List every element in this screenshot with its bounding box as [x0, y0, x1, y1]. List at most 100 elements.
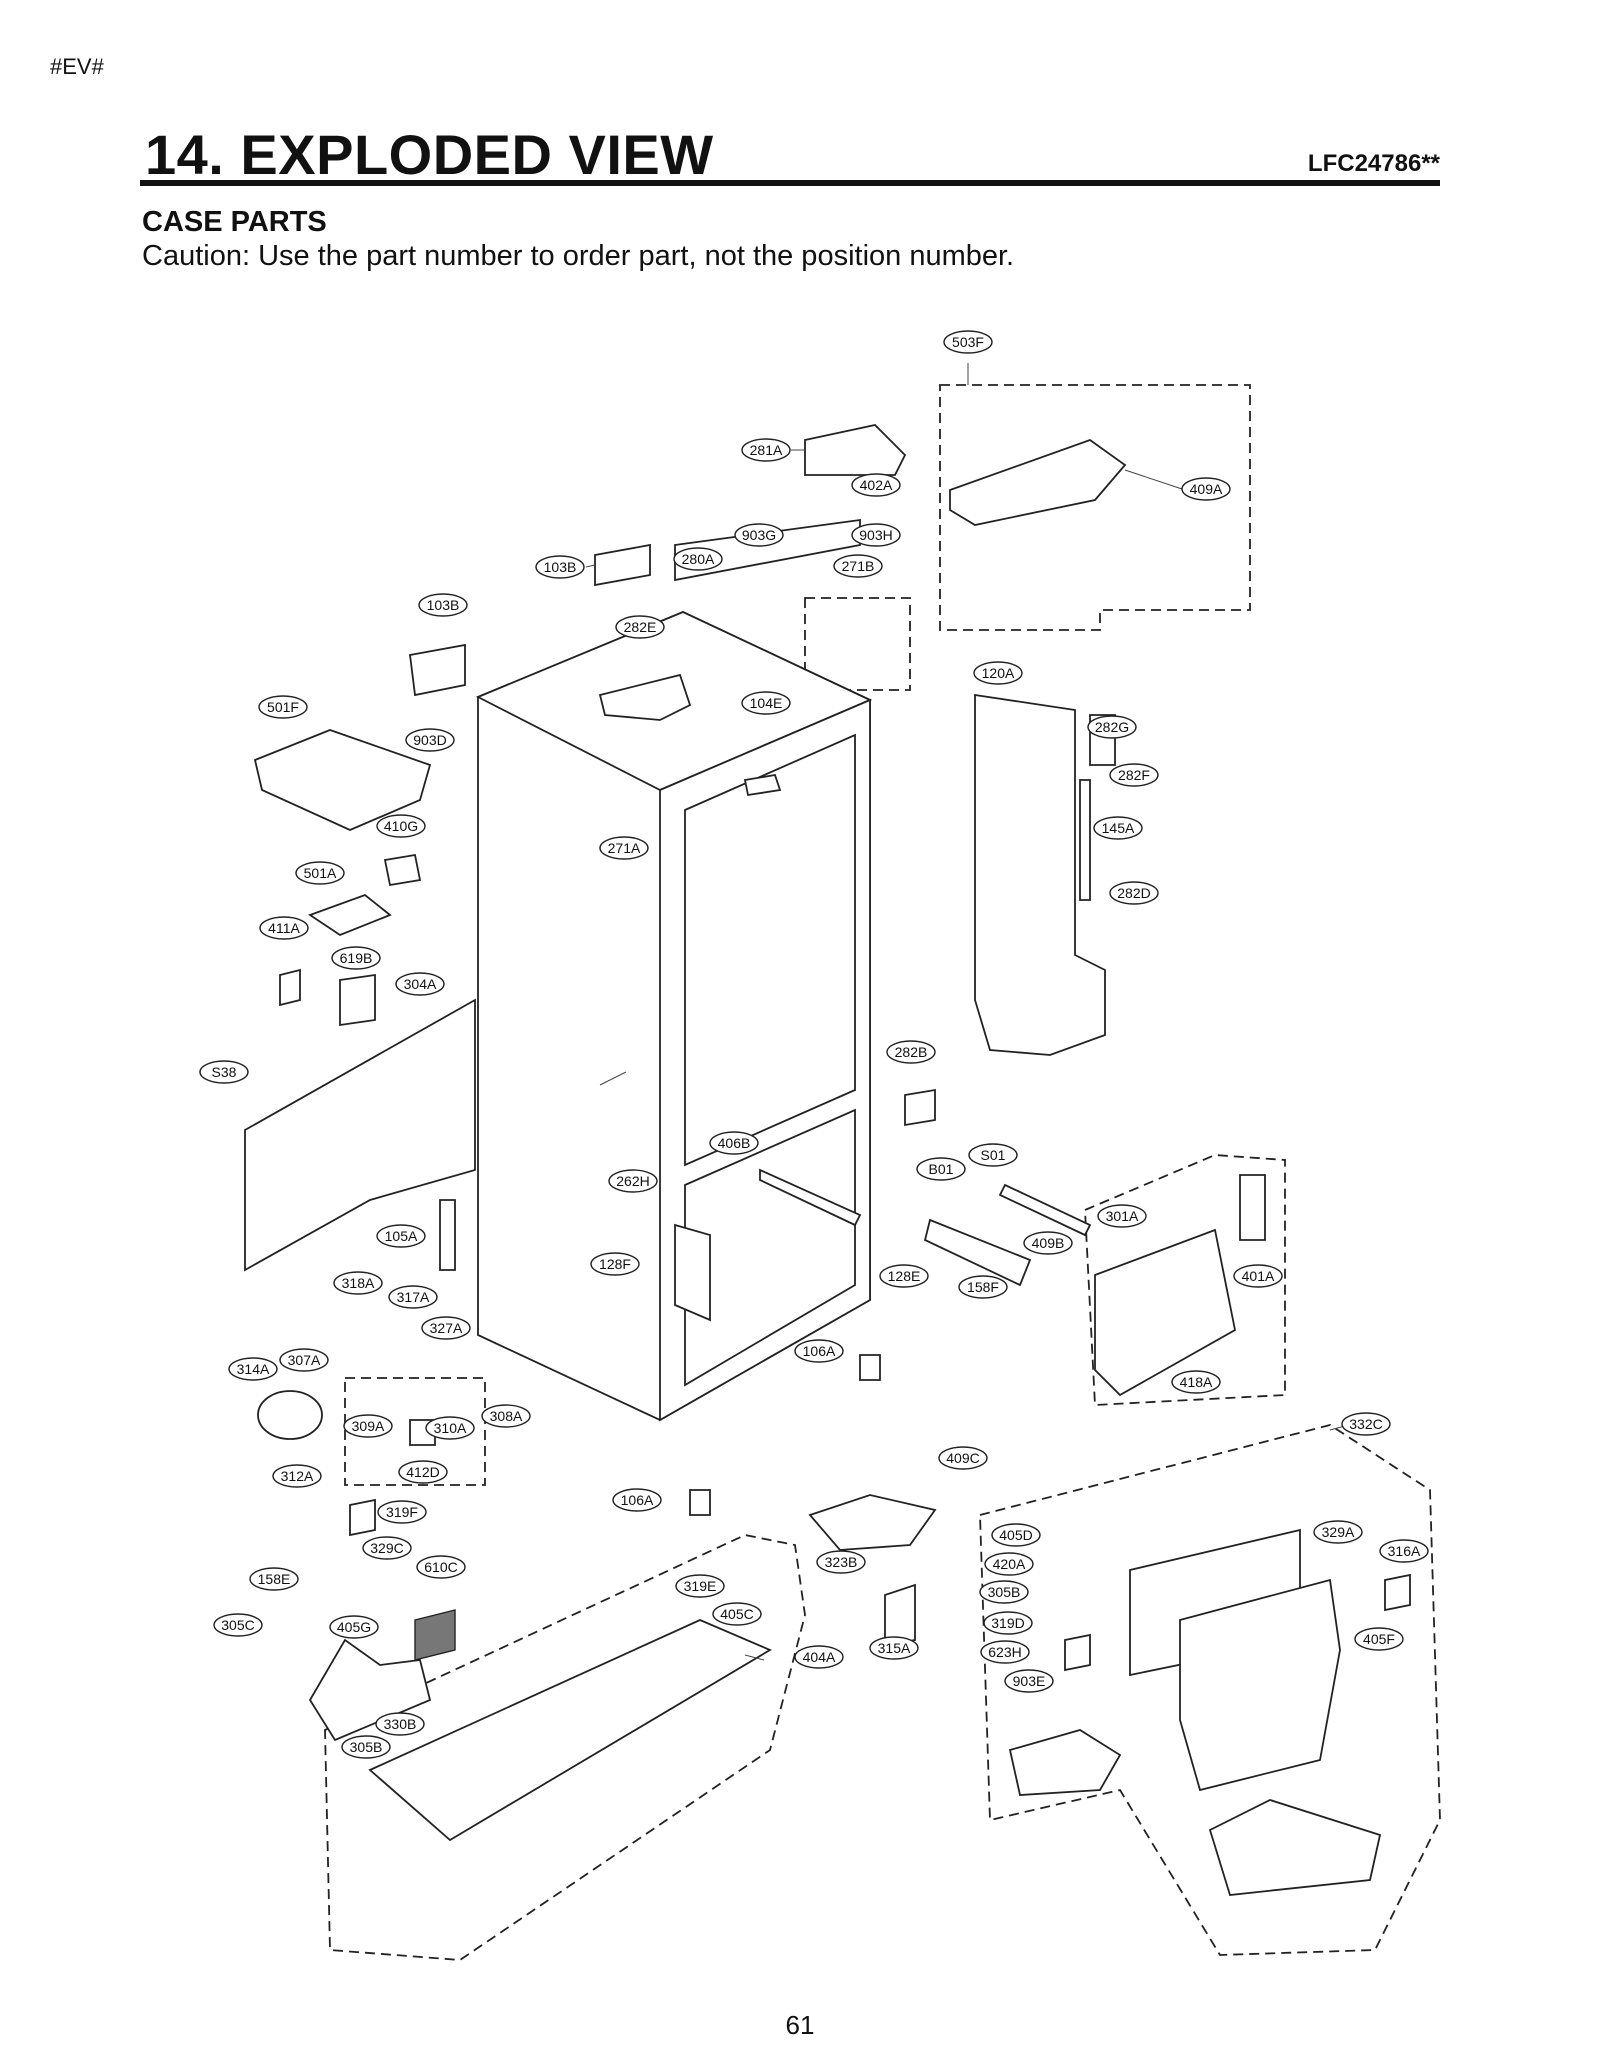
- callout-bubble: [979, 1580, 1029, 1604]
- outline-503F: [939, 384, 1251, 631]
- callout-text: 319E: [684, 1578, 717, 1594]
- callout-bubble: [341, 1735, 391, 1759]
- callout-305c: 305C: [213, 1613, 263, 1637]
- callout-501f: 501F: [258, 695, 308, 719]
- callout-319e: 319E: [675, 1574, 725, 1598]
- callout-text: 330B: [384, 1716, 417, 1732]
- callout-262h: 262H: [608, 1169, 658, 1193]
- callout-bubble: [816, 1550, 866, 1574]
- page-title: 14. EXPLODED VIEW: [145, 123, 714, 186]
- callout-bubble: [984, 1552, 1034, 1576]
- callout-271b: 271B: [833, 554, 883, 578]
- callout-text: 327A: [430, 1320, 463, 1336]
- callout-text: 301A: [1106, 1208, 1139, 1224]
- callout-bubble: [343, 1414, 393, 1438]
- callout-bubble: [395, 972, 445, 996]
- top-assembly: [409, 424, 1127, 797]
- callout-409b: 409B: [1023, 1231, 1073, 1255]
- callout-text: 610C: [424, 1559, 457, 1575]
- callout-501a: 501A: [295, 861, 345, 885]
- callout-317a: 317A: [388, 1285, 438, 1309]
- callout-405f: 405F: [1354, 1627, 1404, 1651]
- callout-405d: 405D: [991, 1523, 1041, 1547]
- callout-bubble: [388, 1285, 438, 1309]
- lower-parts: [257, 1354, 1411, 1896]
- callout-text: 282G: [1095, 719, 1129, 735]
- callout-316a: 316A: [1379, 1539, 1429, 1563]
- callout-text: 308A: [490, 1408, 523, 1424]
- part-619B: [339, 973, 376, 1027]
- callout-bubble: [377, 1500, 427, 1524]
- callout-bubble: [712, 1602, 762, 1626]
- callout-bubble: [869, 1636, 919, 1660]
- callout-411a: 411A: [259, 916, 309, 940]
- callout-bubble: [1109, 881, 1159, 905]
- part-332C-panel: [1179, 1578, 1341, 1792]
- callout-903g: 903G: [734, 523, 784, 547]
- callout-bubble: [405, 728, 455, 752]
- callout-text: 307A: [288, 1352, 321, 1368]
- callout-s01: S01: [968, 1143, 1018, 1167]
- callout-s38: S38: [199, 1060, 249, 1084]
- part-304A: [244, 998, 476, 1272]
- leader-103B: [585, 564, 596, 568]
- callout-bubble: [199, 1060, 249, 1084]
- callout-text: 271B: [842, 558, 875, 574]
- callout-280a: 280A: [673, 547, 723, 571]
- callout-bubble: [943, 330, 993, 354]
- callout-bubble: [879, 1264, 929, 1288]
- callout-bubble: [794, 1339, 844, 1363]
- callout-128e: 128E: [879, 1264, 929, 1288]
- callout-bubble: [741, 438, 791, 462]
- callout-bubble: [886, 1040, 936, 1064]
- callout-bubble: [1341, 1412, 1391, 1436]
- callout-text: 402A: [860, 477, 893, 493]
- callout-text: 103B: [427, 597, 460, 613]
- callout-b01: B01: [916, 1157, 966, 1181]
- callout-bubble: [331, 946, 381, 970]
- callout-text: 412D: [406, 1464, 439, 1480]
- callout-bubble: [991, 1523, 1041, 1547]
- callout-282d: 282D: [1109, 881, 1159, 905]
- callout-bubble: [481, 1404, 531, 1428]
- callout-330b: 330B: [375, 1712, 425, 1736]
- callout-bubble: [615, 615, 665, 639]
- callout-text: 304A: [404, 976, 437, 992]
- callout-text: 128F: [599, 1256, 631, 1272]
- callout-text: 411A: [268, 920, 300, 936]
- callout-bubble: [535, 555, 585, 579]
- callout-314a: 314A: [228, 1357, 278, 1381]
- callout-text: 329C: [370, 1540, 403, 1556]
- callout-text: 409A: [1190, 481, 1223, 497]
- callout-418a: 418A: [1171, 1370, 1221, 1394]
- callout-bubble: [213, 1613, 263, 1637]
- callout-text: 318A: [342, 1275, 375, 1291]
- part-145A: [1079, 779, 1091, 901]
- callout-bubble: [416, 1555, 466, 1579]
- callout-text: 312A: [281, 1468, 314, 1484]
- callout-bubble: [983, 1611, 1033, 1635]
- callout-305b: 305B: [341, 1735, 391, 1759]
- callout-text: 323B: [825, 1554, 858, 1570]
- callout-503f: 503F: [943, 330, 993, 354]
- callout-bubble: [418, 593, 468, 617]
- callout-bubble: [709, 1131, 759, 1155]
- callout-bubble: [675, 1574, 725, 1598]
- callout-312a: 312A: [272, 1464, 322, 1488]
- callout-103b: 103B: [418, 593, 468, 617]
- callout-318a: 318A: [333, 1271, 383, 1295]
- callout-bubble: [1109, 763, 1159, 787]
- callout-text: 319D: [991, 1615, 1024, 1631]
- callout-410g: 410G: [376, 814, 426, 838]
- callout-text: 317A: [397, 1289, 430, 1305]
- callout-bubble: [279, 1348, 329, 1372]
- part-128E: [759, 1168, 862, 1227]
- callout-bubble: [612, 1488, 662, 1512]
- callout-text: 314A: [237, 1361, 270, 1377]
- left-parts: [244, 729, 476, 1272]
- callout-bubble: [608, 1169, 658, 1193]
- callout-bubble: [958, 1275, 1008, 1299]
- callout-bubble: [673, 547, 723, 571]
- part-280A: [674, 518, 861, 582]
- callout-405g: 405G: [329, 1615, 379, 1639]
